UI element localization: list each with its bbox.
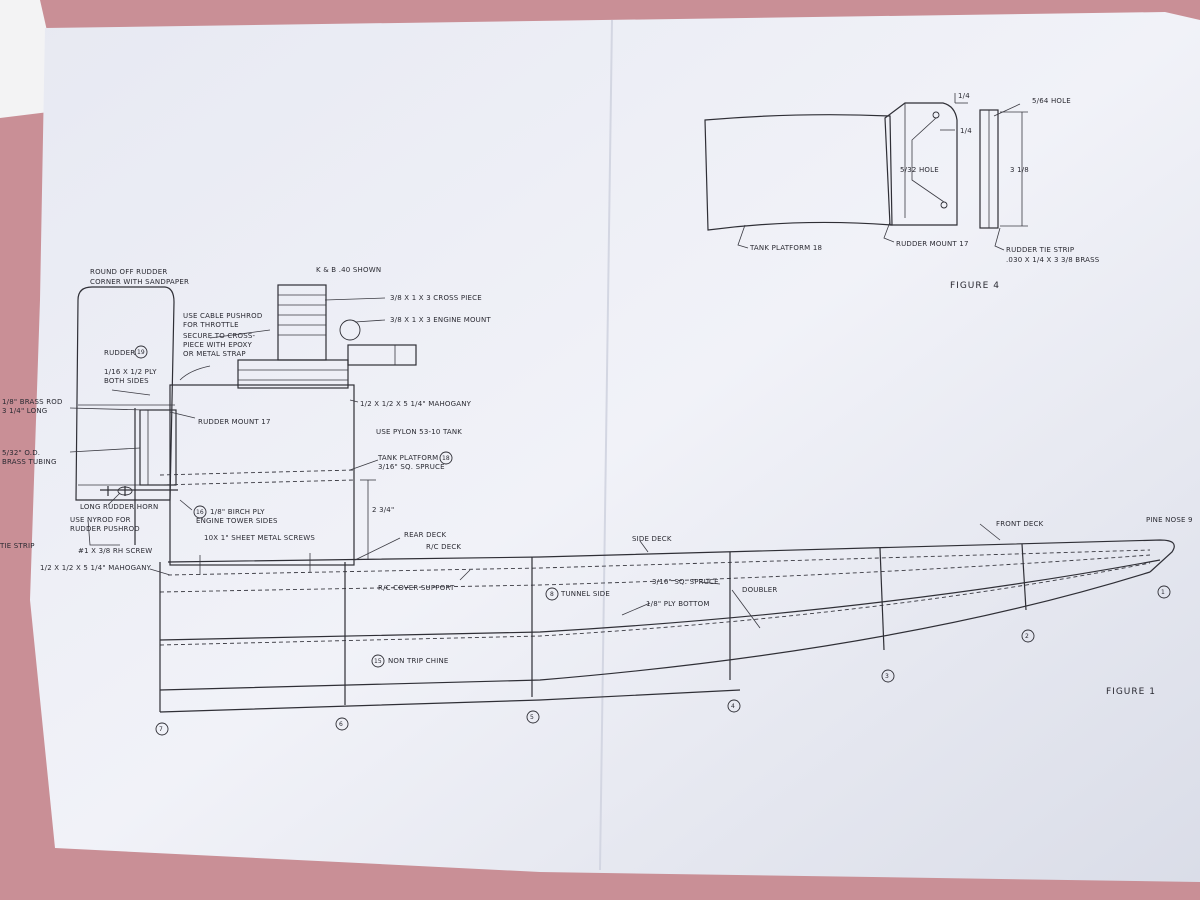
engine-carb — [339, 319, 361, 341]
rudder-part-number: 19 — [137, 349, 145, 356]
fig4-tie-strip-label: RUDDER TIE STRIP — [1006, 246, 1074, 254]
label-corner-sandpaper: CORNER WITH SANDPAPER — [90, 278, 189, 286]
fig4-tie-strip-spec: .030 X 1/4 X 3 3/8 BRASS — [1006, 256, 1100, 264]
label-mahogany-top: 1/2 X 1/2 X 5 1/4" MAHOGANY — [360, 400, 472, 408]
rudder-part-ring — [134, 345, 148, 359]
non-trip-part-ring — [371, 654, 385, 668]
engine-cylinder — [277, 284, 327, 361]
label-brass-tubing: BRASS TUBING — [2, 458, 57, 466]
station-6: 6 — [339, 721, 343, 728]
hull-deck — [167, 539, 1175, 573]
label-metal-strap: OR METAL STRAP — [183, 350, 246, 358]
label-screws: 10X 1" SHEET METAL SCREWS — [204, 534, 315, 542]
figure-4: 1/4 1/4 5/64 HOLE 5/32 HOLE 3 1/8 TANK P… — [704, 92, 1100, 291]
fig4-hole-564: 5/64 HOLE — [1032, 97, 1071, 105]
label-ply-bottom: 1/8" PLY BOTTOM — [646, 600, 710, 608]
paper-sheet — [30, 12, 1200, 882]
label-pine-nose: PINE NOSE 9 — [1146, 516, 1193, 524]
label-round-off-rudder: ROUND OFF RUDDER — [90, 268, 167, 276]
label-birch-ply: 1/8" BIRCH PLY — [210, 508, 265, 516]
label-cross-piece: 3/8 X 1 X 3 CROSS PIECE — [390, 294, 482, 302]
rudder-outline — [75, 286, 175, 501]
non-trip-part-number: 15 — [374, 658, 382, 665]
hull-bottom — [159, 571, 1151, 691]
station-6-marker — [335, 717, 349, 731]
birch-ply-part-ring — [193, 505, 207, 519]
label-rear-deck: REAR DECK — [404, 531, 446, 539]
birch-ply-part-number: 16 — [196, 509, 204, 516]
tunnel-side-part-number: 8 — [550, 591, 554, 598]
station-markers: 7 6 5 4 3 2 1 — [155, 585, 1171, 736]
label-spruce-316: 3/16" SQ. SPRUCE — [378, 463, 445, 471]
station-2-marker — [1021, 629, 1035, 643]
fig4-rudder-mount-label: RUDDER MOUNT 17 — [896, 240, 969, 248]
label-both-sides: BOTH SIDES — [104, 377, 149, 385]
engine-crankshaft — [347, 344, 417, 366]
fig4-dim: 3 1/8 — [1010, 166, 1029, 174]
label-rc-cover: R/C COVER SUPPORT — [378, 584, 455, 592]
label-ply-116: 1/16 X 1/2 PLY — [104, 368, 157, 376]
label-mahogany-bottom: 1/2 X 1/2 X 5 1/4" MAHOGANY — [40, 564, 152, 572]
label-use-nyrod: USE NYROD FOR — [70, 516, 131, 524]
tank-platform-part-number: 18 — [442, 455, 450, 462]
label-height: 2 3/4" — [372, 506, 394, 514]
label-engine-mount: 3/8 X 1 X 3 ENGINE MOUNT — [390, 316, 491, 324]
label-long-horn: LONG RUDDER HORN — [80, 503, 158, 511]
label-rudder-pushrod: RUDDER PUSHROD — [70, 525, 140, 533]
fig4-hole-532: 5/32 HOLE — [900, 166, 939, 174]
label-epoxy: PIECE WITH EPOXY — [183, 341, 252, 349]
station-4: 4 — [731, 703, 735, 710]
non-trip-tag: 15 NON TRIP CHINE — [371, 654, 449, 668]
label-spruce-sq: 3/16" SQ. SPRUCE — [652, 578, 719, 586]
station-7-marker — [155, 722, 169, 736]
fig4-tank-platform-label: TANK PLATFORM 18 — [749, 244, 822, 252]
fig4-quarter-a: 1/4 — [958, 92, 970, 100]
label-secure-cross: SECURE TO CROSS- — [183, 332, 256, 340]
label-tie-strip: TIE STRIP — [0, 542, 35, 550]
label-rc-deck: R/C DECK — [426, 543, 461, 551]
label-for-throttle: FOR THROTTLE — [183, 321, 239, 329]
station-4-marker — [727, 699, 741, 713]
center-fold — [599, 19, 613, 871]
label-brass-rod-long: 3 1/4" LONG — [2, 407, 47, 415]
figure-1: 7 6 5 4 3 2 1 — [0, 266, 1193, 736]
label-use-pylon: USE PYLON 53-10 TANK — [376, 428, 462, 436]
birch-ply-tag: 16 1/8" BIRCH PLY — [193, 505, 265, 519]
fig4-rudder-mount — [884, 102, 958, 226]
label-non-trip: NON TRIP CHINE — [388, 657, 449, 665]
label-cable-pushrod: USE CABLE PUSHROD — [183, 312, 262, 320]
label-tank-platform: TANK PLATFORM — [377, 454, 438, 462]
station-3: 3 — [885, 673, 889, 680]
label-od: 5/32" O.D. — [2, 449, 40, 457]
fig4-quarter-b: 1/4 — [960, 127, 972, 135]
station-2: 2 — [1025, 633, 1029, 640]
tunnel-side-tag: 8 TUNNEL SIDE — [545, 587, 610, 601]
label-rudder: RUDDER — [104, 349, 135, 357]
label-side-deck: SIDE DECK — [632, 535, 672, 543]
station-1: 1 — [1161, 589, 1165, 596]
fig1-caption: FIGURE 1 — [1106, 687, 1156, 697]
label-front-deck: FRONT DECK — [996, 520, 1044, 528]
tunnel-side-part-ring — [545, 587, 559, 601]
label-engine-tower: ENGINE TOWER SIDES — [196, 517, 278, 525]
label-rh-screw: #1 X 3/8 RH SCREW — [78, 547, 152, 555]
station-3-marker — [881, 669, 895, 683]
tank-platform-tag: TANK PLATFORM 18 — [377, 451, 453, 465]
label-kb-shown: K & B .40 SHOWN — [316, 266, 381, 274]
label-brass-rod: 1/8" BRASS ROD — [2, 398, 63, 406]
rudder-mount-block — [139, 409, 177, 486]
rudder-tag: RUDDER 19 — [104, 345, 148, 359]
label-doubler: DOUBLER — [742, 586, 777, 594]
station-7: 7 — [159, 726, 163, 733]
station-1-marker — [1157, 585, 1171, 599]
fig4-caption: FIGURE 4 — [950, 281, 1000, 291]
station-5-marker — [526, 710, 540, 724]
label-tunnel-side: TUNNEL SIDE — [560, 590, 610, 598]
tank-platform-part-ring — [439, 451, 453, 465]
station-5: 5 — [530, 714, 534, 721]
label-rudder-mount: RUDDER MOUNT 17 — [198, 418, 271, 426]
